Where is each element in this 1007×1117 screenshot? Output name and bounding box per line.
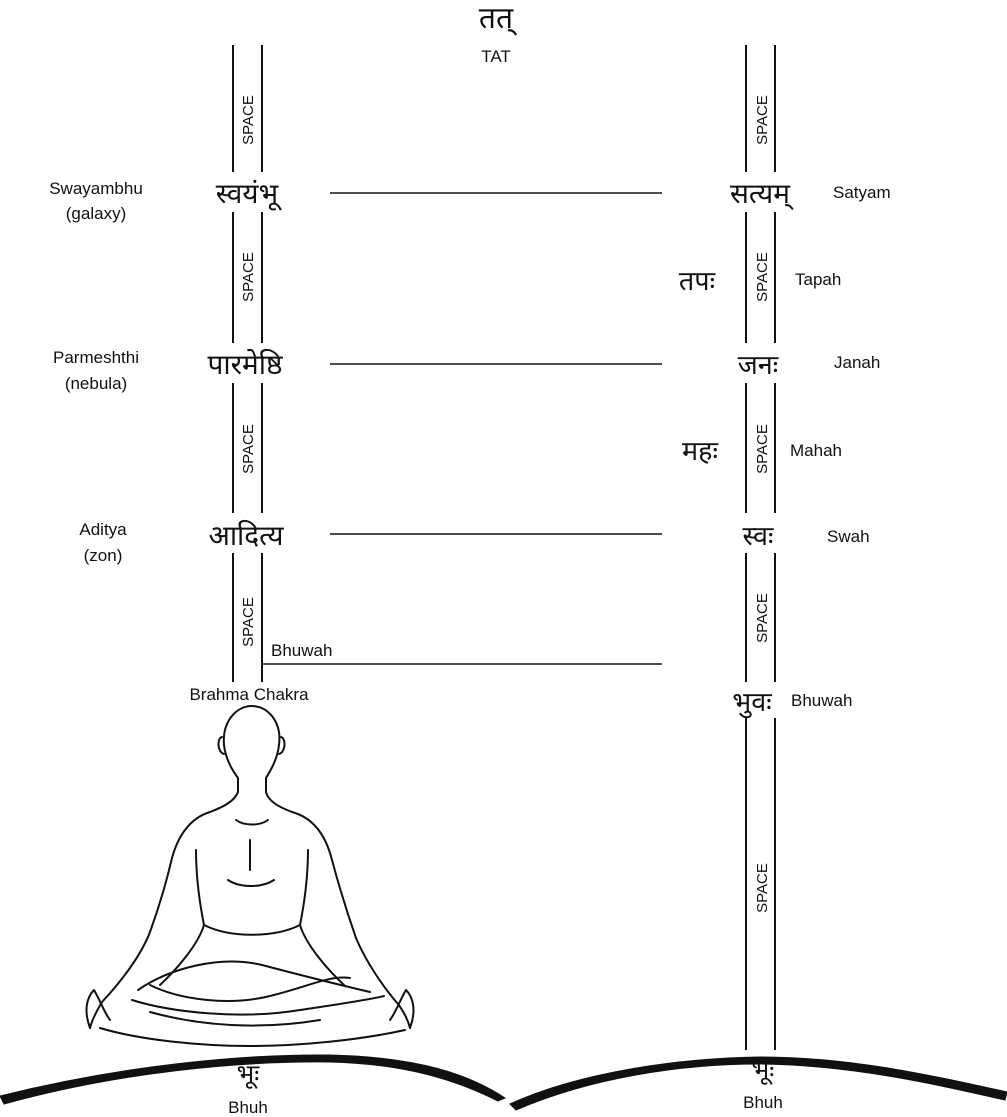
level-note: (nebula) (65, 374, 127, 393)
space-label: SPACE (754, 95, 771, 145)
left-bhuwah-label: Bhuwah (271, 641, 332, 660)
level-name: Aditya (79, 520, 127, 539)
tat-label: TAT (481, 47, 511, 66)
level-name: Swayambhu (49, 179, 143, 198)
level-devanagari: स्वयंभू (216, 177, 282, 211)
level-devanagari: आदित्य (208, 519, 284, 552)
level-note: (zon) (84, 546, 123, 565)
right-ground-devanagari: भूः (752, 1055, 776, 1085)
level-devanagari: जनः (738, 350, 779, 381)
space-label: SPACE (240, 95, 257, 145)
brahma-chakra-label: Brahma Chakra (189, 685, 309, 704)
level-note: (galaxy) (66, 204, 126, 223)
level-devanagari: महः (682, 436, 718, 467)
right-level-janah: जनः Janah (738, 350, 881, 381)
space-label: SPACE (240, 424, 257, 474)
level-devanagari: तपः (679, 266, 716, 297)
right-level-swah: स्वः Swah (743, 521, 870, 552)
meditating-figure-icon (87, 706, 414, 1046)
level-devanagari: सत्यम् (730, 177, 794, 211)
space-label: SPACE (754, 863, 771, 913)
space-label: SPACE (240, 252, 257, 302)
level-name: Satyam (833, 183, 891, 202)
right-level-satyam: सत्यम् Satyam (730, 177, 891, 211)
left-level-aditya: Aditya (zon) आदित्य (79, 519, 284, 565)
level-devanagari: स्वः (743, 521, 775, 552)
level-name: Janah (834, 353, 880, 372)
level-name: Parmeshthi (53, 348, 139, 367)
level-name: Swah (827, 527, 870, 546)
left-ground-label: Bhuh (228, 1098, 268, 1117)
space-label: SPACE (754, 593, 771, 643)
space-label: SPACE (754, 252, 771, 302)
right-level-bhuwah: भुवः Bhuwah (732, 687, 852, 719)
right-space-labels: SPACE SPACE SPACE SPACE SPACE (754, 95, 771, 913)
space-label: SPACE (240, 597, 257, 647)
space-label: SPACE (754, 424, 771, 474)
tat-devanagari: तत् (479, 1, 517, 36)
level-name: Tapah (795, 270, 841, 289)
level-name: Mahah (790, 441, 842, 460)
left-level-swayambhu: Swayambhu (galaxy) स्वयंभू (49, 177, 282, 223)
right-ground-label: Bhuh (743, 1093, 783, 1112)
left-level-parmeshthi: Parmeshthi (nebula) पारमेष्ठि (53, 348, 283, 393)
level-name: Bhuwah (791, 691, 852, 710)
left-ground-devanagari: भूः (237, 1059, 261, 1089)
level-devanagari: भुवः (732, 687, 772, 719)
level-devanagari: पारमेष्ठि (207, 348, 283, 381)
connector-lines (262, 193, 662, 664)
